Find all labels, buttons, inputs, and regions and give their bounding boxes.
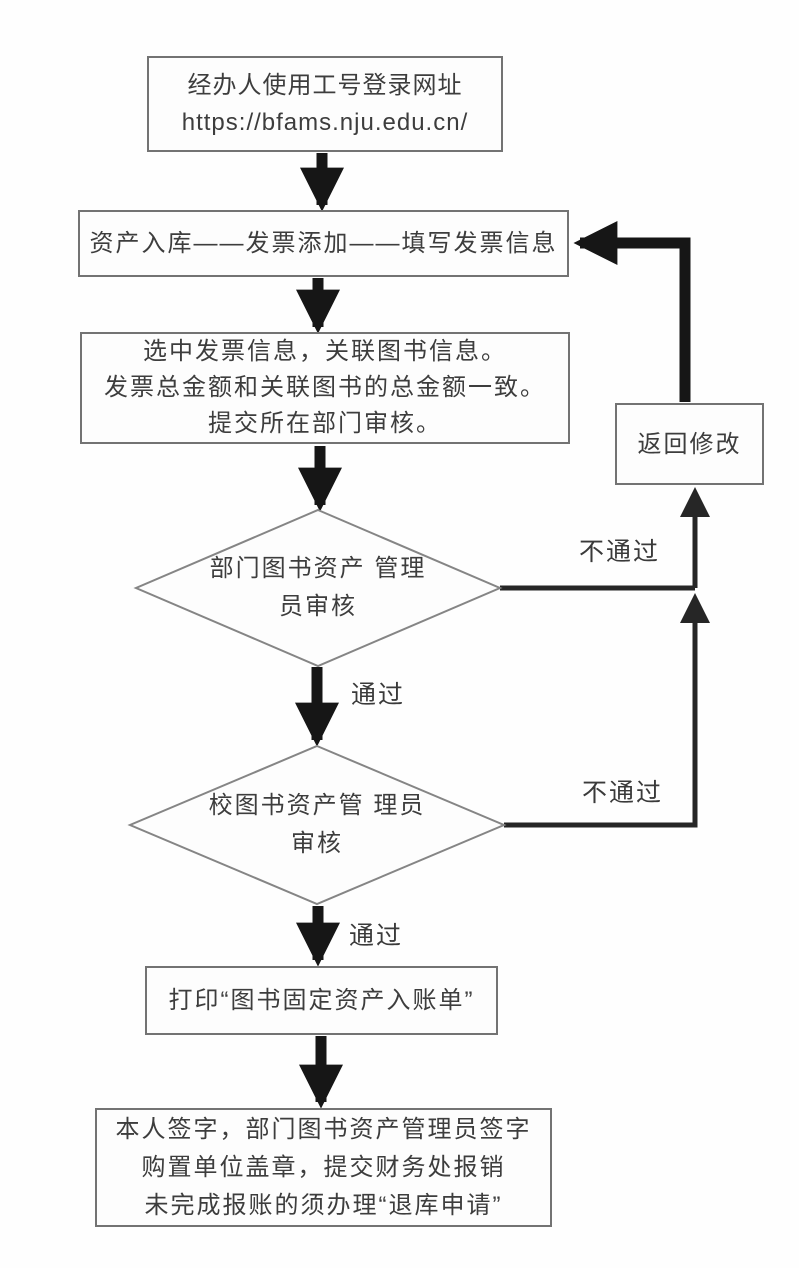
node-login: 经办人使用工号登录网址 https://bfams.nju.edu.cn/ [147, 56, 503, 152]
node-sign-submit: 本人签字，部门图书资产管理员签字 购置单位盖章，提交财务处报销 未完成报账的须办… [95, 1108, 552, 1227]
edge-label-fail-1: 不通过 [579, 538, 661, 566]
arrow-school-review-fail [504, 593, 710, 828]
node-print-voucher: 打印“图书固定资产入账单” [145, 966, 498, 1035]
arrow-return-to-invoice [573, 221, 691, 402]
sign-submit-line-3: 未完成报账的须办理“退库申请” [144, 1191, 503, 1219]
diamond-school-review-shape [127, 744, 507, 906]
node-invoice-entry: 资产入库——发票添加——填写发票信息 [78, 210, 569, 277]
diamond-school-review-label: 校图书资产管 理员审核 [207, 787, 427, 863]
link-books-line-1: 选中发票信息，关联图书信息。 [143, 338, 507, 365]
return-fix-text: 返回修改 [637, 430, 742, 458]
edge-label-fail-2: 不通过 [582, 779, 664, 807]
school-review-line-1: 校图书资产管 [208, 792, 365, 819]
diamond-dept-review-label: 部门图书资产 管理员审核 [208, 550, 428, 626]
print-voucher-text: 打印“图书固定资产入账单” [168, 987, 475, 1014]
school-review-line-2: 理员审核 [291, 792, 426, 857]
edge-label-pass-1: 通过 [351, 681, 406, 709]
login-text: 经办人使用工号登录网址 [187, 72, 463, 99]
edge-label-pass-2: 通过 [349, 922, 404, 950]
node-link-books: 选中发票信息，关联图书信息。 发票总金额和关联图书的总金额一致。 提交所在部门审… [80, 332, 570, 444]
diamond-dept-review-shape [133, 508, 503, 668]
link-books-line-2: 发票总金额和关联图书的总金额一致。 [104, 374, 546, 401]
sign-submit-line-1: 本人签字，部门图书资产管理员签字 [115, 1115, 532, 1143]
invoice-entry-text: 资产入库——发票添加——填写发票信息 [89, 230, 558, 257]
dept-review-line-1: 部门图书资产 [209, 555, 366, 582]
node-return-fix: 返回修改 [615, 403, 764, 485]
sign-submit-line-2: 购置单位盖章，提交财务处报销 [141, 1153, 506, 1181]
link-books-line-3: 提交所在部门审核。 [208, 410, 442, 437]
login-url: https://bfams.nju.edu.cn/ [181, 109, 469, 136]
dept-review-line-2: 管理员审核 [279, 555, 427, 620]
